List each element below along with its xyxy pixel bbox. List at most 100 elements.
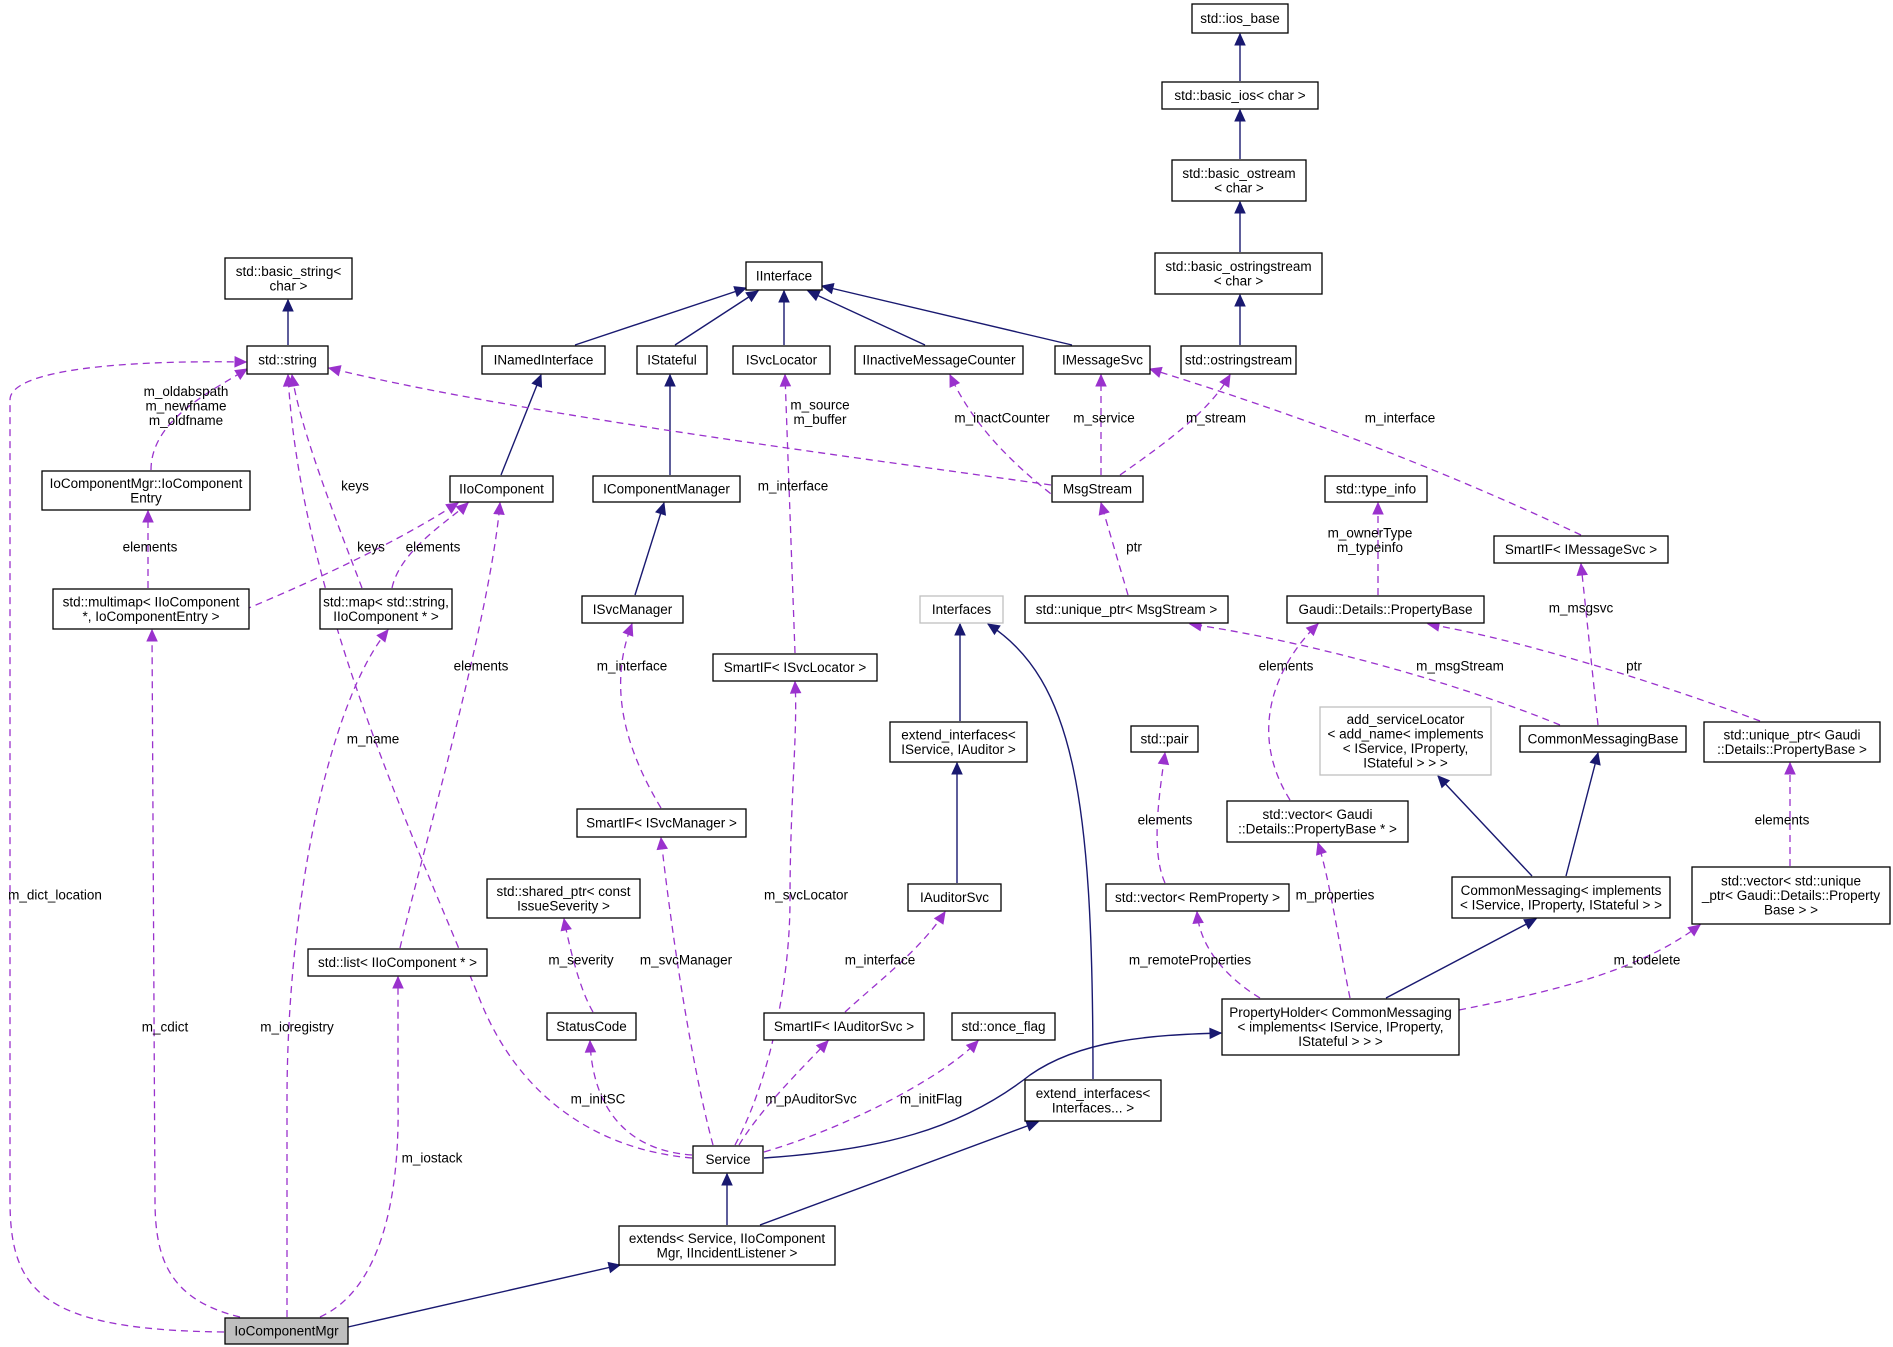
class-node-statuscode[interactable]: StatusCode bbox=[546, 1012, 637, 1041]
edge-line bbox=[589, 1040, 693, 1156]
class-node-msgstream[interactable]: MsgStream bbox=[1051, 475, 1144, 503]
class-node-unique_propertybase[interactable]: std::unique_ptr< Gaudi::Details::Propert… bbox=[1703, 721, 1881, 763]
class-node-ostringstream[interactable]: std::ostringstream bbox=[1180, 345, 1297, 375]
edge-label-line: elements bbox=[1755, 813, 1810, 828]
edge-label-keys_iio: keys bbox=[357, 540, 385, 555]
edge-label-msgsvc: m_msgsvc bbox=[1549, 601, 1614, 616]
edge-line bbox=[1189, 623, 1561, 726]
class-node-unique_msgstream[interactable]: std::unique_ptr< MsgStream > bbox=[1024, 595, 1229, 624]
edge-label-vec_elements: elements bbox=[1259, 659, 1314, 674]
class-node-istateful[interactable]: IStateful bbox=[636, 345, 708, 375]
edge-label-line: m_svcLocator bbox=[764, 888, 849, 903]
class-node-vector_unique[interactable]: std::vector< std::unique_ptr< Gaudi::Det… bbox=[1691, 866, 1891, 925]
node-label-line: ISvcManager bbox=[593, 602, 673, 617]
node-label-line: *, IoComponentEntry > bbox=[83, 609, 220, 624]
inheritance-edge-string-to-basic_string bbox=[282, 298, 294, 345]
edge-line bbox=[391, 502, 469, 589]
class-node-entry[interactable]: IoComponentMgr::IoComponentEntry bbox=[41, 470, 251, 511]
class-node-basic_ios[interactable]: std::basic_ios< char > bbox=[1161, 81, 1319, 110]
edge-label-line: m_oldabspath bbox=[144, 384, 229, 399]
class-node-vector_propertybase[interactable]: std::vector< Gaudi::Details::PropertyBas… bbox=[1226, 800, 1409, 843]
class-node-iinactive[interactable]: IInactiveMessageCounter bbox=[854, 345, 1024, 375]
inheritance-edge-extends-to-extend_interfaces bbox=[759, 1120, 1040, 1226]
edge-label-ptr_property: ptr bbox=[1626, 659, 1642, 674]
node-label-line: add_serviceLocator bbox=[1347, 712, 1465, 727]
class-node-iocomponentmgr[interactable]: IoComponentMgr bbox=[224, 1317, 349, 1345]
class-node-multimap[interactable]: std::multimap< IIoComponent*, IoComponen… bbox=[52, 588, 250, 630]
arrowhead bbox=[806, 290, 821, 302]
class-node-pair[interactable]: std::pair bbox=[1130, 725, 1199, 753]
class-node-basic_string[interactable]: std::basic_string<char > bbox=[224, 257, 353, 300]
edge-label-line: m_interface bbox=[758, 479, 829, 494]
inheritance-edge-ostringstream-to-basic_ostringstream bbox=[1234, 293, 1246, 345]
member-edge-list-to-iiocomponent bbox=[399, 501, 505, 949]
class-node-isvclocator[interactable]: ISvcLocator bbox=[732, 345, 831, 375]
class-node-iiocomponent[interactable]: IIoComponent bbox=[449, 475, 554, 503]
class-node-extend_auditor[interactable]: extend_interfaces<IService, IAuditor > bbox=[889, 721, 1028, 763]
class-node-smartif_locator[interactable]: SmartIF< ISvcLocator > bbox=[712, 653, 878, 682]
edge-label-msg_interface: m_interface bbox=[1365, 411, 1436, 426]
arrowhead bbox=[1437, 775, 1451, 789]
member-edge-statuscode-to-shared_issue bbox=[560, 917, 594, 1013]
class-node-smartif_msgsvc[interactable]: SmartIF< IMessageSvc > bbox=[1493, 535, 1669, 564]
inheritance-edge-basic_ostringstream-to-basic_ostream bbox=[1234, 200, 1246, 252]
edge-label-line: m_svcManager bbox=[640, 953, 733, 968]
class-node-extend_interfaces[interactable]: extend_interfaces<Interfaces... > bbox=[1024, 1079, 1162, 1122]
class-node-propertyholder[interactable]: PropertyHolder< CommonMessaging< impleme… bbox=[1221, 998, 1460, 1056]
class-node-propertybase[interactable]: Gaudi::Details::PropertyBase bbox=[1286, 595, 1485, 624]
member-edge-propertybase-to-type_info bbox=[1372, 501, 1384, 595]
class-node-string[interactable]: std::string bbox=[246, 345, 329, 375]
class-node-iinterface[interactable]: IInterface bbox=[745, 261, 823, 291]
edge-line bbox=[1580, 563, 1599, 726]
class-node-inamedinterface[interactable]: INamedInterface bbox=[481, 345, 606, 375]
class-node-list[interactable]: std::list< IIoComponent * > bbox=[307, 948, 488, 977]
class-node-type_info[interactable]: std::type_info bbox=[1324, 475, 1428, 503]
member-edge-multimap-to-entry bbox=[142, 509, 154, 588]
member-edge-propertyholder-to-vector_propertybase bbox=[1315, 841, 1351, 999]
edge-line bbox=[660, 837, 714, 1146]
edge-label-line: ptr bbox=[1626, 659, 1642, 674]
class-node-add_servicelocator[interactable]: add_serviceLocator< add_name< implements… bbox=[1319, 706, 1492, 776]
class-node-isvcmanager[interactable]: ISvcManager bbox=[581, 595, 684, 624]
class-node-commonmessaging[interactable]: CommonMessaging< implements< IService, I… bbox=[1451, 876, 1671, 919]
arrowhead bbox=[656, 836, 669, 851]
arrowhead bbox=[584, 1039, 597, 1053]
class-node-smartif_svcmanager[interactable]: SmartIF< ISvcManager > bbox=[576, 808, 747, 838]
class-node-map[interactable]: std::map< std::string,IIoComponent * > bbox=[319, 588, 453, 630]
node-box bbox=[636, 345, 708, 375]
node-label-line: std::list< IIoComponent * > bbox=[318, 955, 477, 970]
node-label-line: std::basic_ios< char > bbox=[1174, 88, 1305, 103]
edge-label-service: m_service bbox=[1073, 411, 1135, 426]
class-node-icomponentmanager[interactable]: IComponentManager bbox=[592, 475, 741, 503]
class-node-interfaces[interactable]: Interfaces bbox=[919, 595, 1004, 624]
edge-line bbox=[1268, 623, 1319, 801]
class-node-iauditorsvc[interactable]: IAuditorSvc bbox=[907, 883, 1002, 912]
class-node-ios_base[interactable]: std::ios_base bbox=[1191, 3, 1289, 34]
node-box bbox=[919, 595, 1004, 624]
class-node-basic_ostringstream[interactable]: std::basic_ostringstream< char > bbox=[1154, 252, 1323, 295]
edge-label-iostack: m_iostack bbox=[402, 1151, 463, 1166]
edge-label-line: m_source bbox=[790, 397, 849, 412]
class-node-vector_remproperty[interactable]: std::vector< RemProperty > bbox=[1105, 883, 1290, 912]
class-node-service[interactable]: Service bbox=[692, 1145, 764, 1174]
node-box bbox=[224, 257, 353, 300]
edge-label-initflag: m_initFlag bbox=[900, 1092, 962, 1107]
class-node-once_flag[interactable]: std::once_flag bbox=[951, 1012, 1056, 1041]
node-label-line: std::string bbox=[258, 353, 317, 368]
node-label-line: < IService, IProperty, bbox=[1343, 741, 1468, 756]
class-node-imessagesvc[interactable]: IMessageSvc bbox=[1054, 345, 1151, 375]
class-node-smartif_auditor[interactable]: SmartIF< IAuditorSvc > bbox=[763, 1012, 925, 1041]
member-edge-smartif_auditor-to-iauditorsvc bbox=[844, 910, 946, 1013]
member-edge-iocomponentmgr-to-string bbox=[9, 356, 248, 1333]
node-box bbox=[1024, 595, 1229, 624]
node-box bbox=[1051, 475, 1144, 503]
node-box bbox=[1703, 721, 1881, 763]
class-node-basic_ostream[interactable]: std::basic_ostream< char > bbox=[1171, 159, 1307, 202]
node-box bbox=[481, 345, 606, 375]
node-label-line: MsgStream bbox=[1063, 482, 1132, 497]
node-label-line: SmartIF< ISvcManager > bbox=[586, 816, 737, 831]
edge-line bbox=[328, 367, 1052, 486]
class-node-commonmessagingbase[interactable]: CommonMessagingBase bbox=[1519, 725, 1687, 753]
